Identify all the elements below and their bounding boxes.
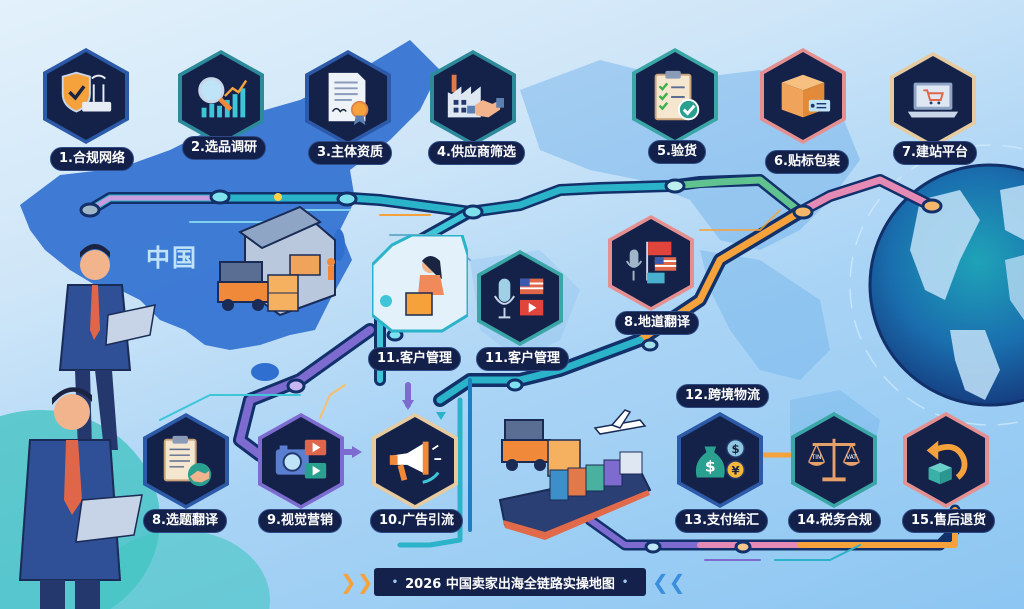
mic-video-icon	[493, 278, 544, 319]
step-4-node[interactable]	[430, 50, 516, 146]
step-13-label: 13.支付结汇	[675, 509, 769, 533]
megaphone-icon	[389, 441, 442, 484]
checklist-icon	[654, 70, 700, 121]
china-region-label: 中国	[146, 244, 198, 272]
step-8-topic-translation-node[interactable]	[143, 413, 229, 509]
scales-icon: TIN VAT	[807, 438, 861, 482]
step-5-node[interactable]	[632, 48, 718, 144]
step-6-label: 6.贴标包装	[765, 150, 849, 174]
chevron-right-decoration-icon: ❮❮	[652, 570, 686, 594]
step-12-label: 12.跨境物流	[676, 384, 770, 408]
step-10-label: 10.广告引流	[370, 509, 464, 533]
step-7-label: 7.建站平台	[893, 141, 977, 165]
shield-router-icon	[61, 71, 112, 113]
banner-dot-right: •	[621, 576, 629, 588]
certificate-icon	[328, 72, 369, 126]
step-9-node[interactable]	[258, 413, 344, 509]
step-3-node[interactable]	[305, 50, 391, 146]
step-3-label: 3.主体资质	[308, 141, 392, 165]
chevron-left-decoration-icon: ❯❯	[340, 570, 374, 594]
step-7-node[interactable]	[890, 52, 976, 148]
return-box-icon	[926, 440, 968, 485]
step-13-node[interactable]: $ $ ¥	[677, 412, 763, 508]
step-1-label: 1.合规网络	[50, 147, 134, 171]
customer-management-label-1: 11.客户管理	[368, 347, 462, 371]
title-banner: • 2026 中国卖家出海全链路实操地图 •	[374, 568, 646, 596]
customer-management-scene-node[interactable]	[370, 233, 470, 345]
customer-management-media-node[interactable]	[477, 250, 563, 346]
svg-text:TIN: TIN	[811, 455, 822, 461]
step-8-localized-translation-label: 8.地道翻译	[615, 311, 699, 335]
step-1-node[interactable]	[43, 48, 129, 144]
step-14-label: 14.税务合规	[788, 509, 882, 533]
step-8-topic-translation-label: 8.选题翻译	[143, 509, 227, 533]
banner-title: 2026 中国卖家出海全链路实操地图	[405, 576, 615, 592]
step-5-label: 5.验货	[648, 140, 706, 164]
box-tag-icon	[781, 74, 831, 118]
svg-text:VAT: VAT	[846, 455, 857, 461]
camera-video-icon	[275, 439, 327, 479]
magnifier-chart-icon	[198, 77, 248, 118]
step-2-label: 2.选品调研	[182, 136, 266, 160]
svg-text:$: $	[705, 458, 716, 476]
step-2-node[interactable]	[178, 50, 264, 146]
step-9-label: 9.视觉营销	[258, 509, 342, 533]
banner-dot-left: •	[391, 576, 399, 588]
person-packing-icon	[370, 233, 470, 333]
clipboard-handshake-icon	[163, 435, 212, 487]
step-8-localized-translation-node[interactable]	[608, 215, 694, 311]
svg-text:¥: ¥	[731, 464, 739, 478]
step-14-node[interactable]: TIN VAT	[791, 412, 877, 508]
step-6-node[interactable]	[760, 48, 846, 144]
moneybag-icon: $ $ ¥	[695, 438, 745, 480]
step-15-node[interactable]	[903, 412, 989, 508]
ship-plane-icon	[500, 410, 650, 540]
svg-text:$: $	[731, 442, 739, 456]
laptop-cart-icon	[907, 82, 959, 118]
customer-management-label-2: 11.客户管理	[476, 347, 570, 371]
mic-flags-icon	[625, 241, 677, 284]
step-10-node[interactable]	[372, 413, 458, 509]
step-15-label: 15.售后退货	[902, 509, 996, 533]
step-4-label: 4.供应商筛选	[428, 141, 525, 165]
factory-handshake-icon	[447, 74, 504, 118]
